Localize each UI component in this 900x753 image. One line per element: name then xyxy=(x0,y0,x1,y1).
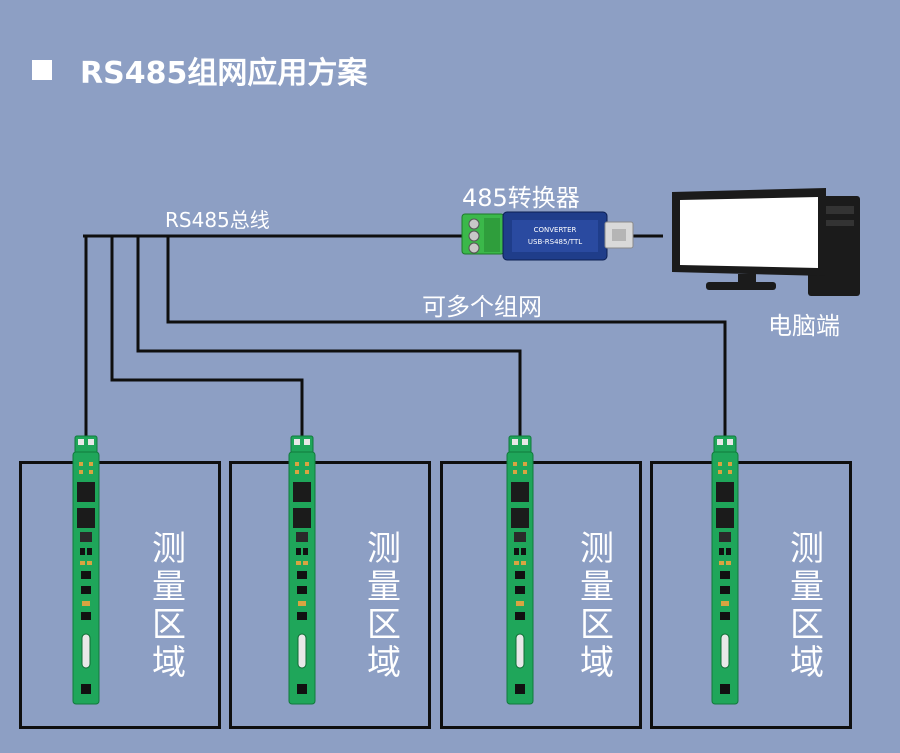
converter-label: 485转换器 xyxy=(462,184,580,212)
network-label: 可多个组网 xyxy=(422,293,542,321)
page-title: RS485组网应用方案 xyxy=(32,48,367,92)
sensor-board-icon xyxy=(288,435,316,705)
zone-label-4: 测量区域 xyxy=(790,529,824,683)
zone-box-2 xyxy=(229,461,431,729)
converter-pcb-text: USB-RS485/TTL xyxy=(528,238,582,246)
zone-label-2: 测量区域 xyxy=(367,529,401,683)
sensor-board-icon xyxy=(72,435,100,705)
usb-converter-icon: CONVERTER USB-RS485/TTL xyxy=(461,211,634,261)
sensor-board-icon xyxy=(711,435,739,705)
zone-box-4 xyxy=(650,461,852,729)
zone-label-3: 测量区域 xyxy=(580,529,614,683)
desktop-computer-icon xyxy=(672,188,860,296)
bus-label: RS485总线 xyxy=(165,208,270,232)
sensor-board-icon xyxy=(506,435,534,705)
converter-pcb-text: CONVERTER xyxy=(534,226,577,234)
zone-box-3 xyxy=(440,461,642,729)
title-bullet-icon xyxy=(32,60,52,80)
title-text: RS485组网应用方案 xyxy=(80,56,368,91)
pc-label: 电脑端 xyxy=(768,312,840,340)
zone-box-1 xyxy=(19,461,221,729)
zone-label-1: 测量区域 xyxy=(152,529,186,683)
bus-wiring xyxy=(83,234,727,438)
